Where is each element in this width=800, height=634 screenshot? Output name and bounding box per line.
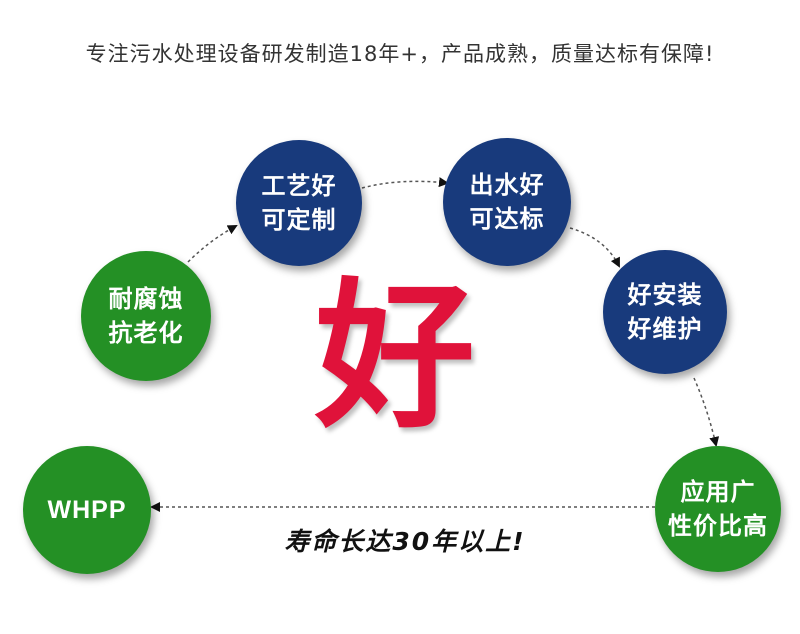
- headline: 专注污水处理设备研发制造18年+，产品成熟，质量达标有保障!: [85, 42, 715, 66]
- circle-process: 工艺好 可定制: [236, 140, 362, 266]
- circle-application-line1: 应用广: [680, 478, 756, 506]
- circle-install-line2: 好维护: [627, 315, 703, 343]
- circle-effluent-line1: 出水好: [469, 171, 545, 199]
- circle-process-line2: 可定制: [261, 206, 337, 234]
- circle-corrosion-line1: 耐腐蚀: [108, 285, 184, 313]
- arrow-blue1-to-blue2: [361, 177, 449, 189]
- circle-whpp-label: WHPP: [47, 496, 127, 524]
- circle-corrosion-line2: 抗老化: [108, 319, 184, 347]
- circle-effluent-line2: 可达标: [469, 205, 545, 233]
- circle-corrosion: 耐腐蚀 抗老化: [81, 251, 211, 381]
- circle-process-line1: 工艺好: [261, 172, 337, 200]
- circle-application-line2: 性价比高: [668, 512, 768, 540]
- center-character: 好: [314, 263, 475, 450]
- circle-whpp: WHPP: [23, 446, 151, 574]
- arrow-blue2-to-blue3: [569, 227, 620, 268]
- circle-install-line1: 好安装: [627, 281, 703, 309]
- circle-install: 好安装 好维护: [603, 250, 727, 374]
- arrow-green1-to-blue1: [187, 225, 238, 263]
- tagline: 寿命长达30年以上!: [284, 527, 526, 556]
- circle-effluent: 出水好 可达标: [443, 138, 571, 266]
- arrow-blue3-to-green2: [693, 377, 720, 447]
- circle-application: 应用广 性价比高: [655, 446, 781, 572]
